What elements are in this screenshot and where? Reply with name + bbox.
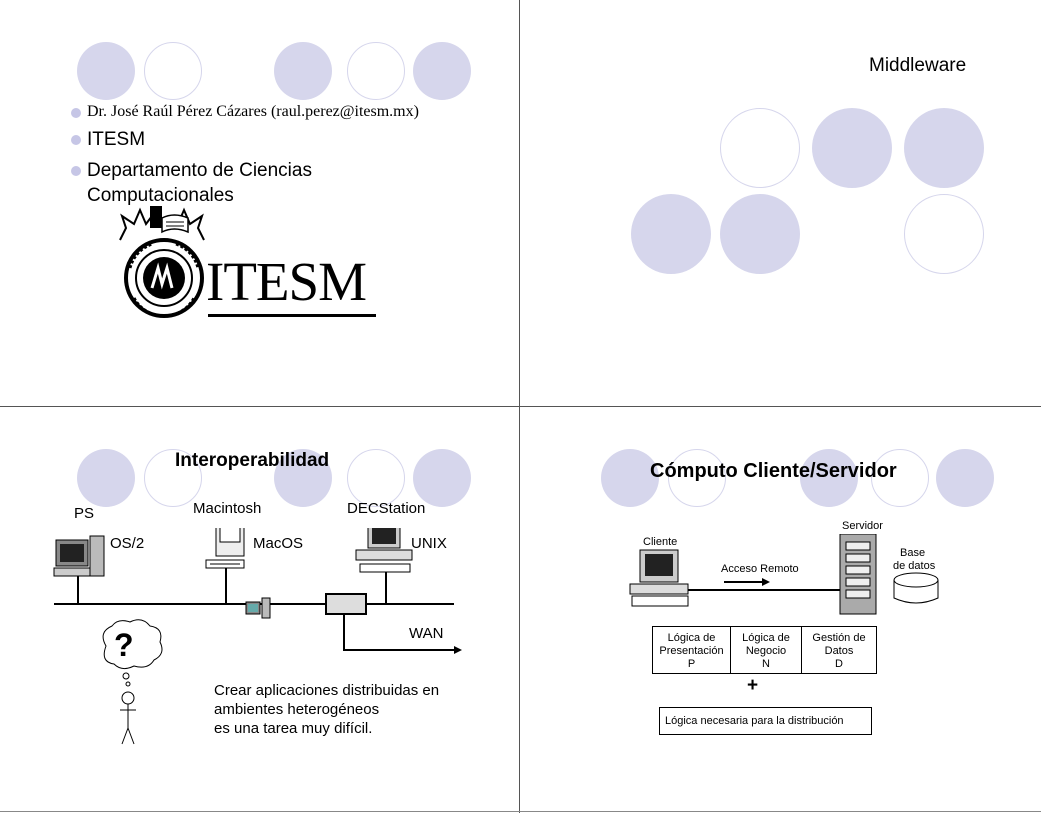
decor-circle [812, 108, 892, 188]
decor-circle [800, 449, 858, 507]
decor-circle [668, 449, 726, 507]
logo-text: ITESM [206, 251, 367, 312]
cell-line: P [687, 658, 696, 670]
router-icon [325, 593, 367, 615]
caption-line-1: Crear aplicaciones distribuidas en [214, 682, 440, 699]
bullet-icon [71, 108, 81, 118]
decor-circle [936, 449, 994, 507]
label-de-datos: de datos [893, 560, 936, 572]
label-base: Base [900, 547, 926, 559]
client-computer-icon [629, 549, 689, 607]
decor-circle [413, 42, 471, 100]
decor-circle [144, 42, 202, 100]
bullet-icon [71, 135, 81, 145]
institution-line: ITESM [87, 129, 146, 150]
question-mark: ? [114, 627, 134, 663]
table-cell-presentacion: Lógica de Presentación P [653, 627, 731, 673]
ps-computer-icon [53, 535, 105, 577]
client-server-diagram [629, 534, 939, 615]
table-cell-negocio: Lógica de Negocio N [731, 627, 802, 673]
label-os2: OS/2 [110, 535, 145, 552]
cell-line: Lógica de [667, 632, 716, 644]
decor-circle [720, 108, 800, 188]
decor-circle [347, 449, 405, 507]
decor-circle [631, 194, 711, 274]
decor-circle [904, 108, 984, 188]
decor-circle [904, 194, 984, 274]
cell-line: Lógica de [742, 632, 790, 644]
bullet-icon [71, 166, 81, 176]
cell-line: D [835, 658, 843, 670]
decor-circle [871, 449, 929, 507]
decor-circle [274, 449, 332, 507]
label-macos: MacOS [253, 535, 304, 552]
decstation-icon [355, 528, 413, 573]
cell-line: Presentación [659, 645, 724, 657]
decor-circle [77, 449, 135, 507]
slide-divider-bottom [0, 811, 1041, 812]
server-icon [839, 534, 877, 615]
label-servidor: Servidor [842, 520, 883, 532]
macintosh-icon [205, 528, 245, 569]
label-decstation: DECStation [347, 500, 426, 517]
caption-line-2: ambientes heterogéneos [214, 701, 380, 718]
slide-title: Interoperabilidad [175, 450, 330, 471]
department-line-1: Departamento de Ciencias [87, 160, 312, 181]
small-computer-icon [245, 597, 271, 619]
department-line-2: Computacionales [87, 185, 234, 206]
logic-table: Lógica de Presentación P Lógica de Negoc… [652, 626, 877, 674]
itesm-seal-icon [119, 206, 205, 318]
caption-line-3: es una tarea muy difícil. [214, 720, 373, 737]
slide-title: Cómputo Cliente/Servidor [650, 460, 897, 482]
decor-circle [274, 42, 332, 100]
label-cliente: Cliente [643, 536, 678, 548]
slide-title: Middleware [869, 55, 967, 76]
cell-line: N [762, 658, 770, 670]
label-acceso-remoto: Acceso Remoto [721, 563, 799, 575]
confused-person-icon [102, 619, 163, 745]
decor-circle [144, 449, 202, 507]
decor-circle [347, 42, 405, 100]
decor-circle [720, 194, 800, 274]
network-diagram [53, 528, 462, 654]
author-line: Dr. José Raúl Pérez Cázares (raul.perez@… [87, 103, 419, 120]
label-unix: UNIX [411, 535, 447, 552]
label-ps: PS [74, 505, 95, 522]
cell-line: Negocio [745, 645, 787, 657]
logo-underline [208, 314, 376, 317]
decor-circle [77, 42, 135, 100]
table-cell-datos: Gestión de Datos D [802, 627, 876, 673]
cell-line: Gestión de [812, 632, 866, 644]
label-wan: WAN [409, 625, 444, 642]
label-macintosh: Macintosh [193, 500, 262, 517]
decor-circle [601, 449, 659, 507]
slide-divider-horizontal [0, 406, 1041, 407]
distribution-note: Lógica necesaria para la distribución [659, 707, 872, 735]
plus-sign: + [747, 675, 759, 696]
cell-line: Datos [824, 645, 854, 657]
decor-circle [413, 449, 471, 507]
database-icon [893, 572, 939, 604]
